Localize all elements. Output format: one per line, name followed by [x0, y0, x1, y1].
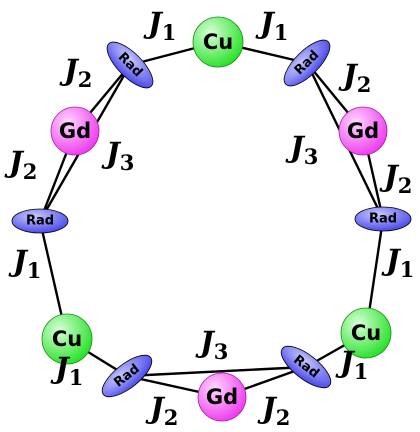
coupling-label-bottom-left-j2: J2 — [145, 391, 178, 430]
cu-node-left: Cu — [41, 313, 93, 365]
coupling-label-bottom-j3: J3 — [195, 325, 228, 364]
gd-node-left: Gd — [50, 106, 100, 156]
coupling-labels: J1 J1 J2 J2 J3 J3 J2 J2 J1 J1 J3 — [4, 6, 414, 430]
coupling-label-bottom-left-j1: J1 — [50, 351, 83, 390]
coupling-label-upper-left-j2: J2 — [59, 53, 92, 92]
metal-nodes: Cu Cu Cu Gd Gd Gd — [41, 16, 392, 422]
coupling-label-lower-right-j1: J1 — [381, 243, 414, 282]
gd-node-bottom: Gd — [197, 372, 247, 422]
rad-node-top-left: Rad — [106, 41, 154, 89]
coupling-label-left-j3: J3 — [101, 136, 134, 175]
cu-node-right: Cu — [340, 307, 392, 359]
coupling-label-mid-left-j2: J2 — [4, 145, 37, 184]
cu-node-top: Cu — [192, 16, 244, 68]
coupling-label-top-left-j1: J1 — [143, 6, 176, 45]
gd-label-right: Gd — [347, 119, 379, 143]
gd-label-bottom: Gd — [206, 385, 238, 409]
coupling-label-mid-right-j2: J2 — [379, 159, 412, 198]
gd-label-left: Gd — [59, 119, 91, 143]
coupling-label-right-j3: J3 — [285, 130, 318, 169]
cu-label-top: Cu — [203, 30, 233, 54]
cu-label-right: Cu — [351, 321, 381, 345]
coupling-label-bottom-right-j1: J1 — [335, 345, 368, 384]
rad-label-mid-left: Rad — [26, 214, 54, 229]
rad-nodes: Rad Rad Rad Rad Rad Rad — [11, 39, 412, 398]
coupling-label-bottom-right-j2: J2 — [257, 391, 290, 430]
gd-node-right: Gd — [338, 106, 388, 156]
coupling-label-top-right-j1: J1 — [255, 6, 288, 45]
rad-label-mid-right: Rad — [369, 212, 397, 227]
bond-rad-bottom-left-rad-bottom-right — [126, 365, 307, 378]
rad-node-mid-left: Rad — [11, 208, 69, 234]
rad-node-top-right: Rad — [283, 39, 331, 87]
coupling-label-lower-left-j1: J1 — [8, 244, 41, 283]
coupling-label-upper-right-j2: J2 — [338, 58, 371, 97]
rad-node-mid-right: Rad — [354, 206, 412, 232]
cu-label-left: Cu — [52, 327, 82, 351]
